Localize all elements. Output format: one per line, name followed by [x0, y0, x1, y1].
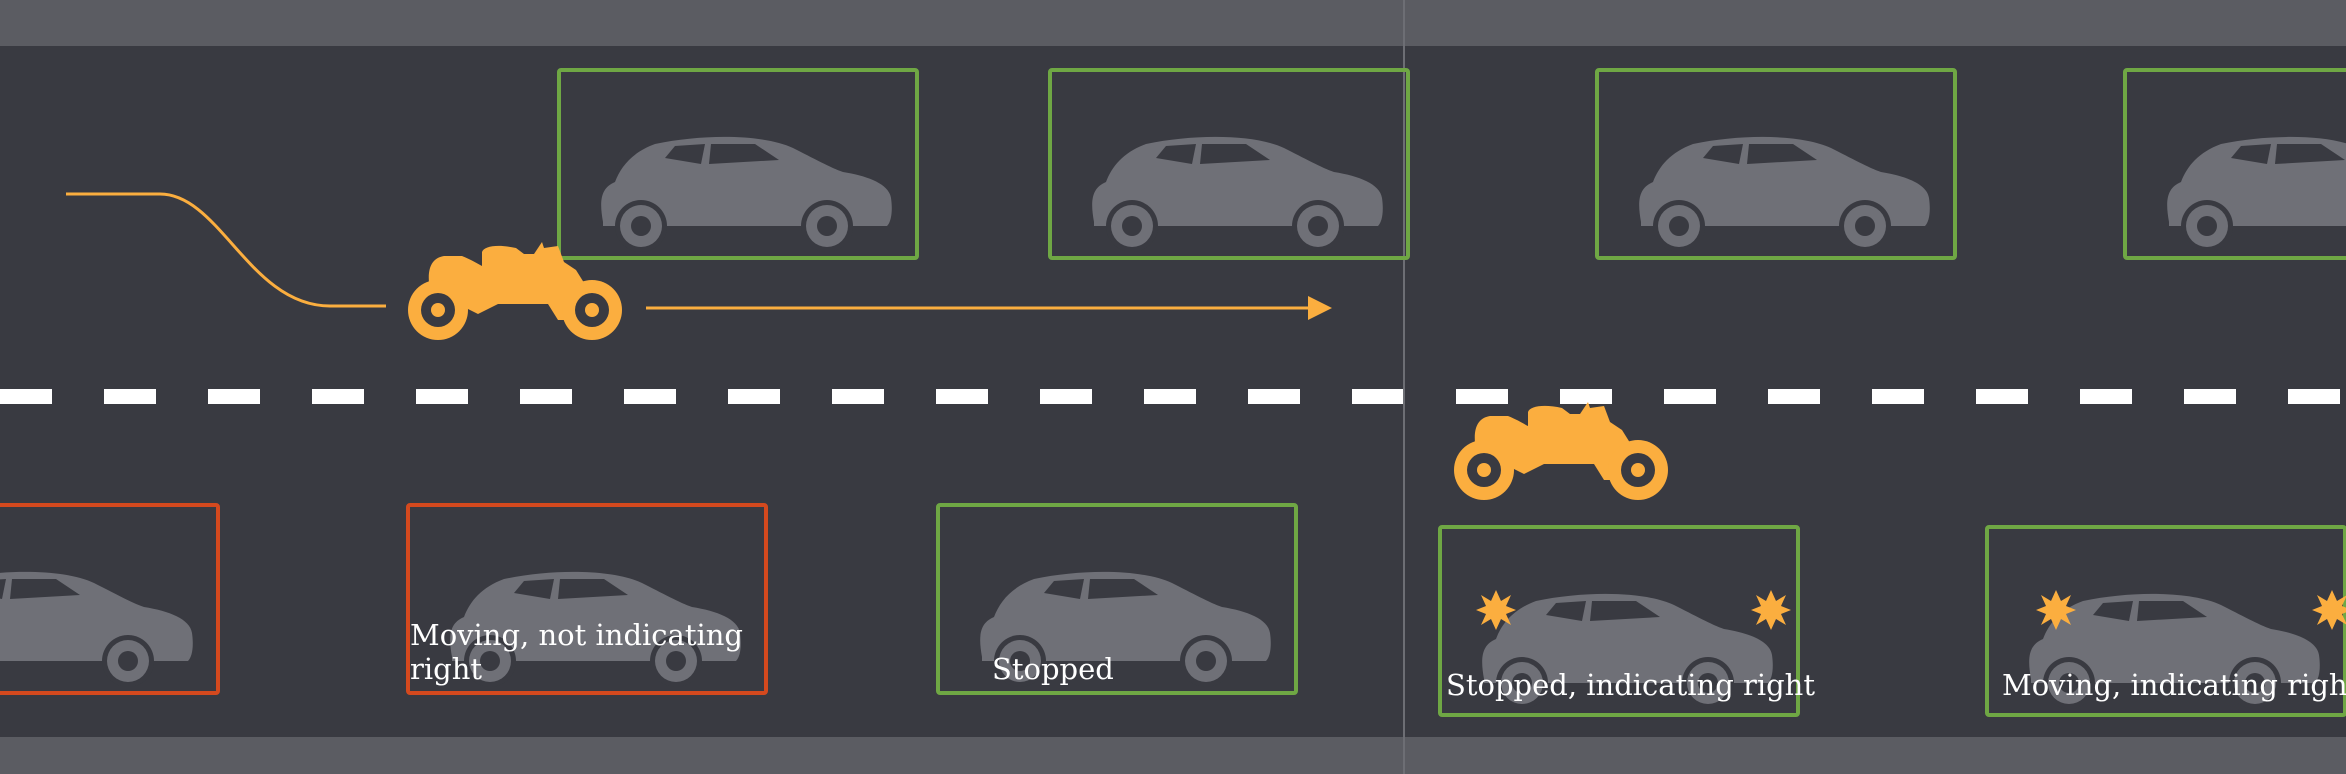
lane-dash [312, 389, 364, 404]
arrow-right-icon [1308, 296, 1332, 320]
frame-ok [1595, 68, 1957, 260]
car-bottom-3 [936, 503, 1298, 695]
lane-dash [1456, 389, 1508, 404]
frame-ok [2123, 68, 2346, 260]
lane-dash [624, 389, 676, 404]
indicator-flash-icon [2036, 590, 2076, 630]
car-top-4 [2123, 68, 2346, 260]
curb-bottom [0, 737, 2346, 774]
lane-dash [2288, 389, 2340, 404]
caption-stopped: Stopped [992, 652, 1114, 686]
lane-dash [1768, 389, 1820, 404]
lane-dash [1872, 389, 1924, 404]
frame-ok [1438, 525, 1800, 717]
car-bottom-2 [406, 503, 768, 695]
indicator-flash-icon [1751, 590, 1791, 630]
lane-dash [1560, 389, 1612, 404]
lane-dash [416, 389, 468, 404]
lane-dash [208, 389, 260, 404]
lane-dash [1144, 389, 1196, 404]
car-top-3 [1595, 68, 1957, 260]
indicator-flash-icon [1476, 590, 1516, 630]
car-top-1 [557, 68, 919, 260]
lane-dash [0, 389, 52, 404]
lane-dash [1976, 389, 2028, 404]
caption-moving-indicating-right: Moving, indicating right [2002, 668, 2346, 702]
car-top-2 [1048, 68, 1410, 260]
lane-dash [2080, 389, 2132, 404]
lane-dash [1664, 389, 1716, 404]
frame-danger [406, 503, 768, 695]
curb-top [0, 0, 2346, 46]
caption-moving-not-indicating: Moving, not indicating right [410, 618, 743, 686]
lane-dash [728, 389, 780, 404]
lane-dash [936, 389, 988, 404]
lane-dash [1248, 389, 1300, 404]
lane-dash [832, 389, 884, 404]
lane-dash [104, 389, 156, 404]
lane-dash [520, 389, 572, 404]
caption-stopped-indicating-right: Stopped, indicating right [1446, 668, 1816, 702]
lane-dash [1352, 389, 1404, 404]
frame-ok [936, 503, 1298, 695]
lane-dash [1040, 389, 1092, 404]
lane-dash [2184, 389, 2236, 404]
car-bottom-4 [1438, 525, 1800, 717]
frame-ok [557, 68, 919, 260]
motorcycle-path [66, 192, 386, 308]
frame-ok [1048, 68, 1410, 260]
frame-danger [0, 503, 220, 695]
car-bottom-1 [0, 503, 220, 695]
